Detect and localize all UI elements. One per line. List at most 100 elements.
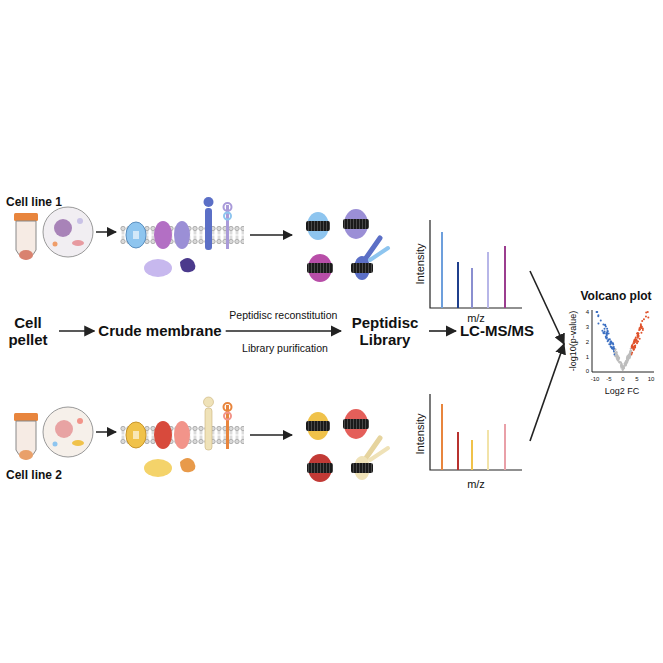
tick-label: -10 — [591, 376, 600, 383]
membrane-proteins — [133, 231, 139, 239]
spectrum-2 — [430, 394, 522, 470]
volcano-point — [597, 315, 599, 317]
volcano-point — [613, 347, 615, 349]
cell-icon — [43, 207, 93, 257]
flow-arrow — [96, 431, 116, 433]
flow-arrow — [250, 234, 292, 236]
volcano-chart: Volcano plot-log10(p-value)Log2 FC — [566, 288, 661, 400]
chart-title: Volcano plot — [580, 290, 651, 303]
volcano-point — [640, 325, 642, 327]
tick-label: 5 — [635, 376, 638, 383]
peptidisc-particles — [343, 419, 369, 429]
volcano-point — [634, 345, 636, 347]
volcano-point — [633, 348, 635, 350]
membrane-proteins — [126, 397, 232, 450]
volcano-point — [605, 337, 607, 339]
soluble-proteins — [180, 458, 195, 472]
step-text: Crude membrane — [98, 322, 221, 339]
volcano-point — [636, 342, 638, 344]
membrane-proteins — [133, 431, 139, 439]
volcano-point — [631, 345, 633, 347]
step-label: Crude membrane — [96, 320, 223, 341]
membrane-proteins — [174, 221, 190, 249]
peptidisc-particles — [308, 254, 332, 282]
peptidisc-particles — [370, 248, 388, 260]
axis-label: Intensity — [414, 414, 426, 455]
volcano-point — [639, 326, 641, 328]
volcano-point — [627, 358, 629, 360]
spectrum-2 — [471, 440, 473, 470]
tick-label: 0 — [586, 368, 589, 375]
sample-tube — [14, 413, 38, 421]
tick-label: 4 — [586, 309, 589, 316]
cell-line-2-row — [14, 397, 388, 482]
volcano-point — [619, 361, 621, 363]
peptidisc-particles — [306, 221, 330, 231]
volcano-point — [606, 337, 608, 339]
volcano-point — [634, 345, 636, 347]
axis-label: -log10(p-value) — [569, 311, 579, 372]
volcano-point — [637, 332, 639, 334]
tick-label: 10 — [648, 376, 655, 383]
volcano-point — [634, 341, 636, 343]
axis-label: m/z — [467, 478, 485, 490]
sample-label: Cell line 1 — [6, 196, 62, 209]
soluble-proteins — [144, 458, 195, 477]
volcano-point — [632, 344, 634, 346]
volcano-point — [634, 338, 636, 340]
flow-arrow — [59, 330, 94, 332]
membrane-proteins — [205, 208, 212, 250]
step-text: LC-MS/MS — [460, 322, 534, 339]
spectrum-chart: Intensitym/z — [412, 214, 528, 328]
membrane-proteins — [204, 397, 214, 407]
membrane-proteins — [205, 408, 212, 450]
volcano-point — [616, 357, 618, 359]
membrane-proteins — [174, 421, 190, 449]
volcano-point — [626, 357, 628, 359]
volcano-point — [602, 324, 604, 326]
volcano-point — [629, 351, 631, 353]
membrane-proteins — [154, 421, 172, 449]
tick-label: 3 — [586, 324, 589, 331]
volcano-point — [627, 355, 629, 357]
volcano-point — [621, 365, 623, 367]
peptidisc-particles — [307, 463, 333, 473]
cell-icon — [53, 242, 58, 247]
membrane-proteins — [154, 221, 172, 249]
volcano-point — [607, 340, 609, 342]
volcano-point — [617, 359, 619, 361]
membrane-proteins — [224, 413, 231, 420]
soluble-proteins — [180, 258, 195, 272]
flow-arrow — [530, 344, 564, 441]
flow-arrow — [429, 330, 456, 332]
volcano-point — [620, 362, 622, 364]
membrane-proteins — [126, 197, 232, 250]
volcano-axes — [592, 310, 654, 372]
volcano-point — [616, 351, 618, 353]
peptidisc-particles — [306, 421, 330, 431]
peptidisc-particles — [351, 263, 373, 273]
volcano-point — [612, 343, 614, 345]
sample-tube — [14, 213, 38, 221]
volcano-point — [630, 350, 632, 352]
spectrum-2 — [487, 430, 489, 470]
volcano-point — [596, 311, 598, 313]
spectrum-1 — [504, 246, 506, 308]
cell-icon — [43, 407, 93, 457]
volcano-point — [608, 343, 610, 345]
peptidisc-particles — [351, 463, 373, 473]
volcano-point — [606, 334, 608, 336]
volcano-point — [629, 354, 631, 356]
step-note: Peptidisc reconstitution — [227, 310, 339, 322]
peptidisc-particles — [308, 454, 332, 482]
volcano-point — [629, 355, 631, 357]
membrane-proteins — [224, 203, 232, 211]
flow-arrow — [250, 434, 292, 436]
volcano-point — [634, 339, 636, 341]
step-text: Peptidisc Library — [345, 314, 425, 349]
tick-label: 1 — [586, 354, 589, 361]
cell-line-1-row — [14, 197, 388, 282]
soluble-proteins — [144, 258, 195, 277]
volcano-point — [621, 365, 623, 367]
volcano-point — [626, 357, 628, 359]
